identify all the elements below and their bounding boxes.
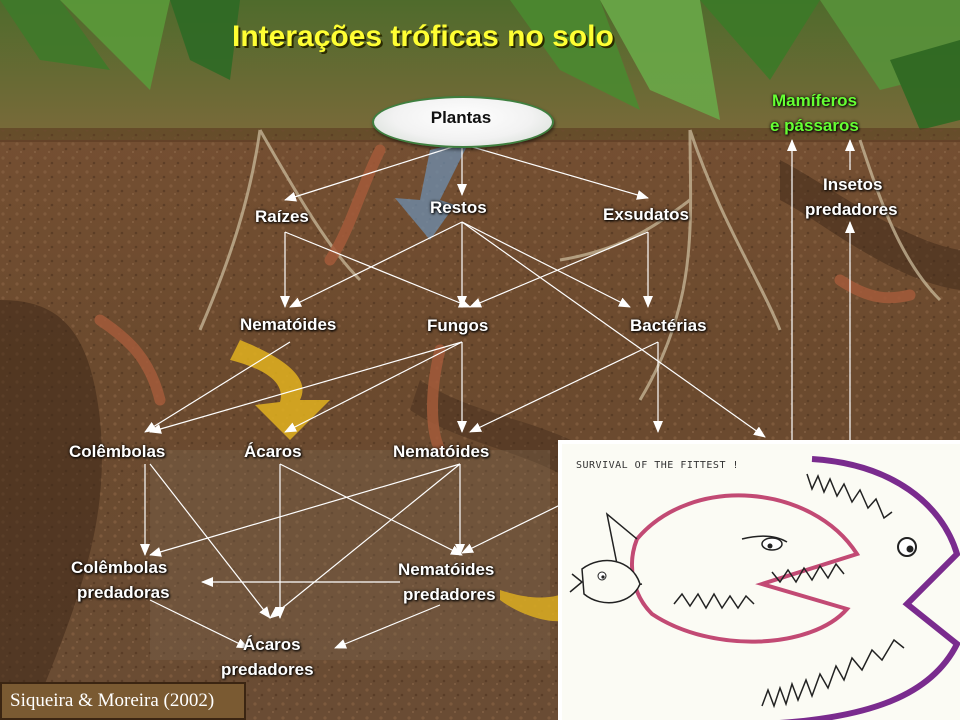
- big-fish-eye: [897, 537, 917, 557]
- node-nematoides-2: Nematóides: [393, 442, 490, 461]
- node-exsudatos: Exsudatos: [603, 205, 689, 224]
- node-plantas: Plantas: [430, 108, 492, 127]
- arrow-restos-nematoides: [289, 221, 463, 308]
- node-acaros-predadores-line1: Ácaros: [243, 635, 301, 654]
- big-fish-outline: [779, 456, 960, 720]
- small-fish: [581, 559, 641, 604]
- arrow-restos-lower-right: [461, 221, 766, 438]
- arrow-nematoides-acapred: [269, 463, 461, 619]
- node-colembolas: Colêmbolas: [69, 442, 166, 461]
- node-acaros: Ácaros: [244, 442, 302, 461]
- node-nematoides-predadores-line2: predadores: [403, 585, 496, 604]
- arrow-colembolas-acapred: [149, 463, 271, 619]
- node-bacterias: Bactérias: [630, 316, 707, 335]
- node-restos: Restos: [430, 198, 487, 217]
- arrow-plantas-exsudatos: [461, 143, 649, 200]
- arrow-exsudatos-fungos: [469, 231, 649, 308]
- node-acaros-predadores-line2: predadores: [221, 660, 314, 679]
- arrow-nempred-acapred: [334, 604, 441, 649]
- node-colembolas-predadoras-line1: Colêmbolas: [71, 558, 168, 577]
- node-fungos: Fungos: [427, 316, 489, 335]
- arrow-bacterias-nematoides: [469, 341, 659, 433]
- cartoon-drawing: [569, 456, 960, 720]
- node-insetos-line2: predadores: [805, 200, 898, 219]
- node-insetos-line1: Insetos: [823, 175, 883, 194]
- node-raizes: Raízes: [255, 207, 309, 226]
- plantas-oval: [372, 96, 554, 148]
- arrow-nematoides-colpred: [149, 463, 461, 557]
- arrow-raizes-fungos: [284, 231, 471, 308]
- cartoon-caption: SURVIVAL OF THE FITTEST !: [576, 460, 740, 471]
- arrow-acaros-nempred: [279, 463, 463, 556]
- arrow-colpred-acapred: [149, 599, 249, 649]
- arrow-fungos-acaros: [284, 341, 463, 433]
- node-mamiferos-line1: Mamíferos: [772, 91, 858, 110]
- arrow-right-nempred: [461, 504, 561, 554]
- node-mamiferos-line2: e pássaros: [770, 116, 859, 135]
- arrow-fungos-colembolas: [149, 341, 463, 434]
- node-nematoides-1: Nematóides: [240, 315, 337, 334]
- big-fish-upper-teeth: [806, 473, 893, 520]
- arrow-restos-bacterias: [461, 221, 631, 308]
- slide-title: Interações tróficas no solo: [232, 20, 614, 53]
- node-nematoides-predadores-line1: Nematóides: [398, 560, 495, 579]
- arrow-nematoides-colembolas: [144, 341, 291, 433]
- citation-box: Siqueira & Moreira (2002): [0, 682, 246, 720]
- big-fish-lower-teeth: [761, 638, 905, 709]
- node-colembolas-predadoras-line2: predadoras: [77, 583, 170, 602]
- cartoon-inset: SURVIVAL OF THE FITTEST !: [558, 440, 960, 720]
- arrow-plantas-raizes: [284, 143, 463, 202]
- middle-fish: [630, 493, 861, 644]
